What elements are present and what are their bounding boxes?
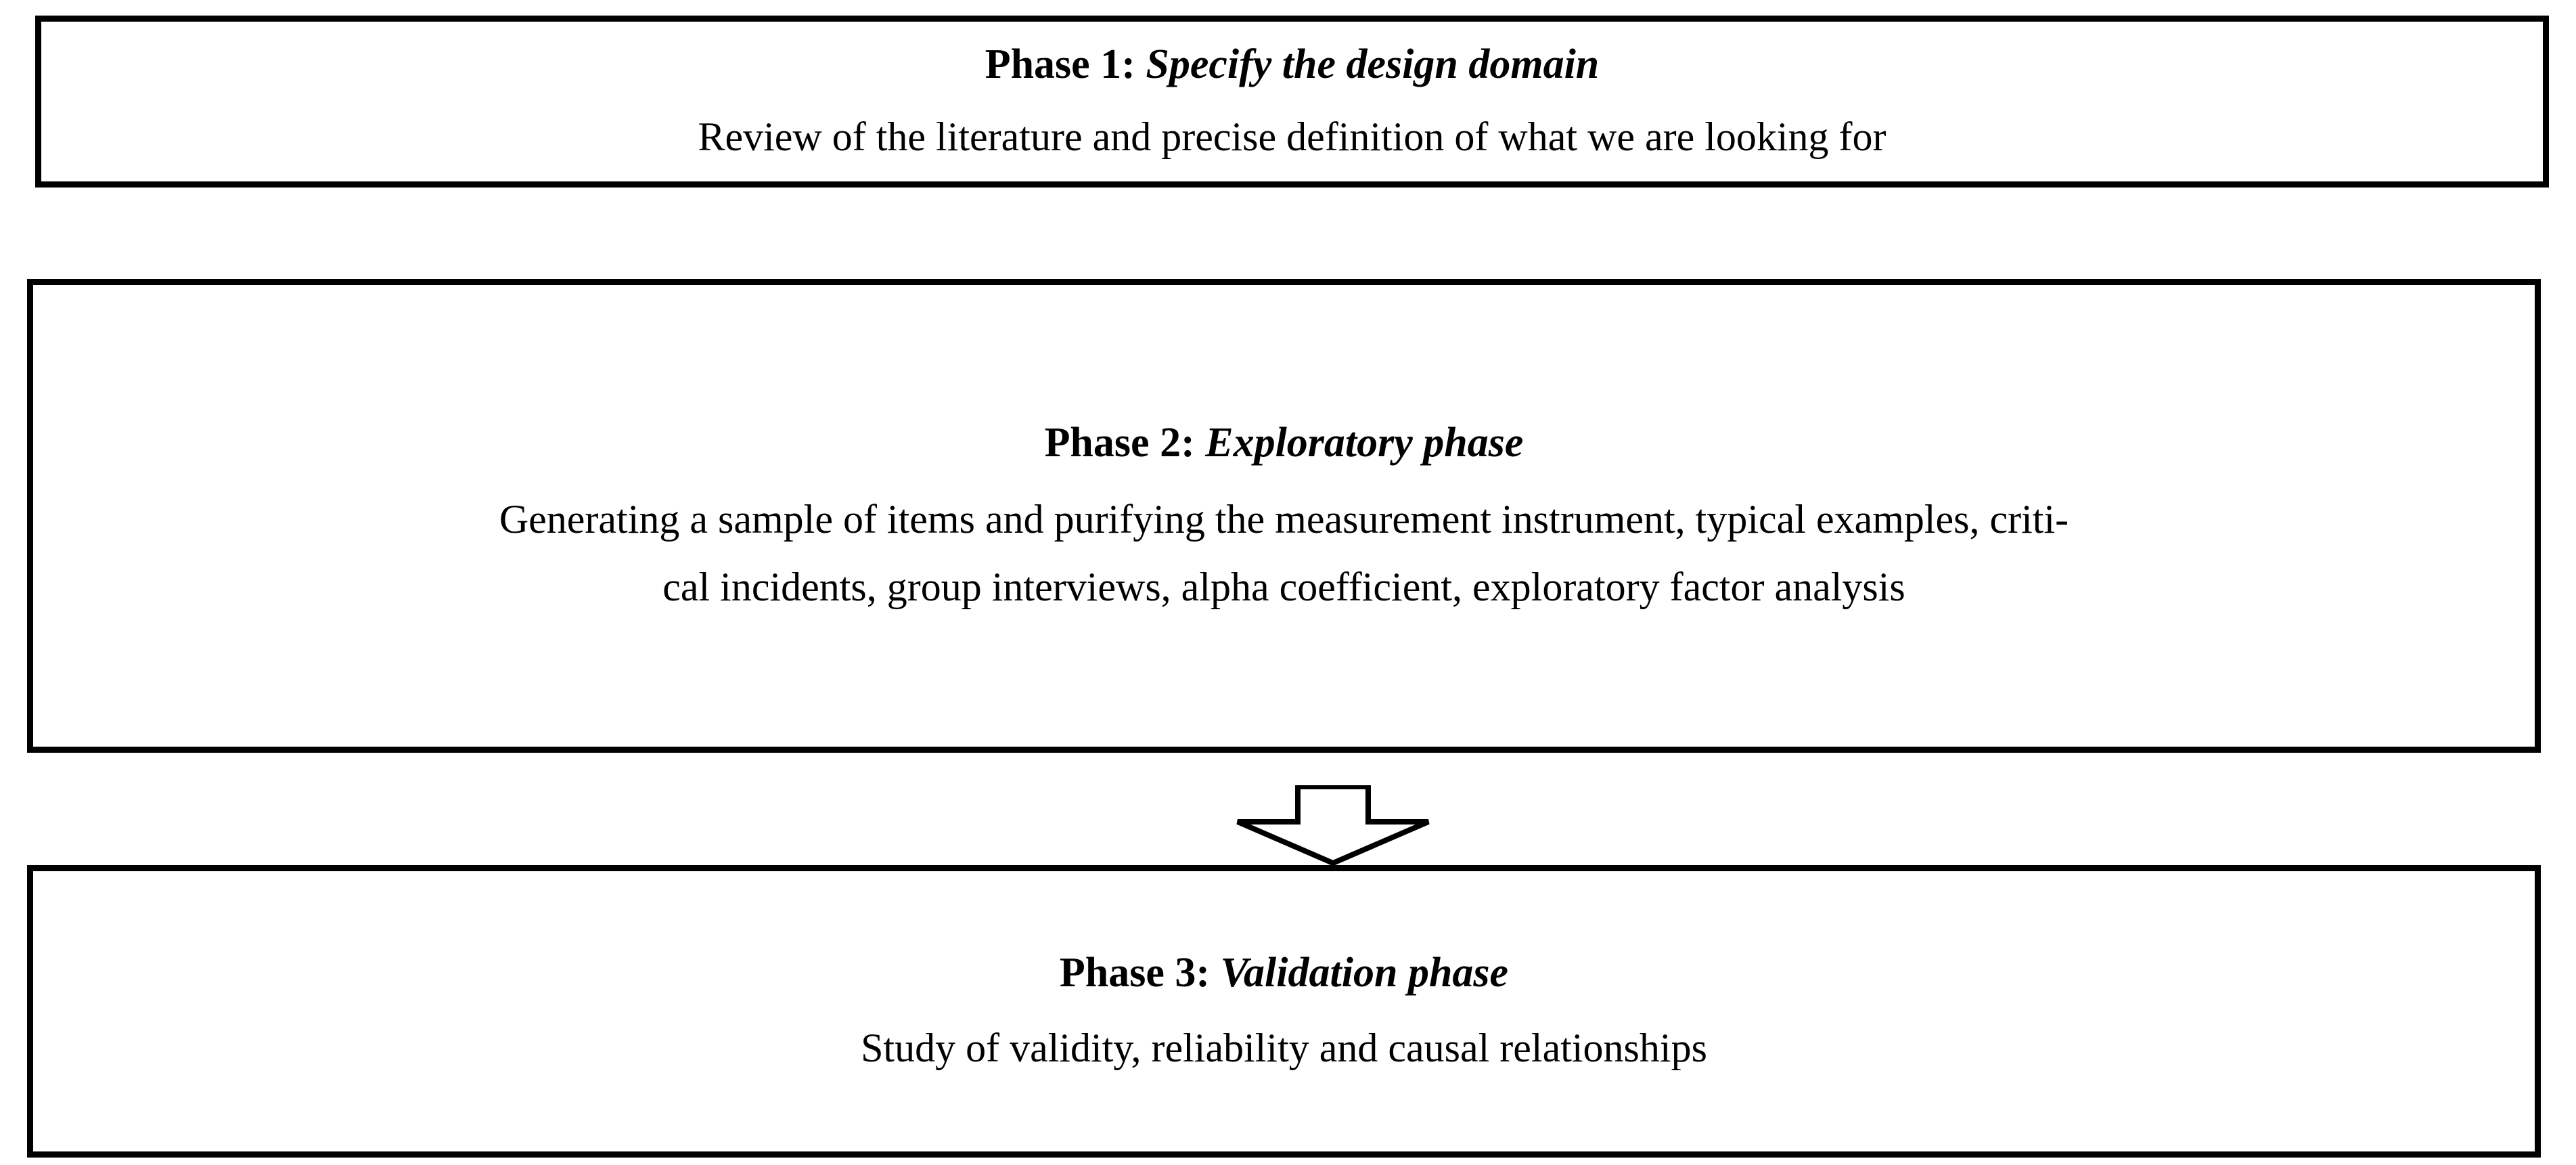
- down-block-arrow-icon-2: [1235, 785, 1431, 865]
- phase-3-title: Phase 3: Validation phase: [1060, 948, 1508, 998]
- phase-2-title-lead: Phase 2:: [1044, 420, 1195, 466]
- phase-1-title-lead: Phase 1:: [985, 41, 1135, 88]
- phase-3-body-line-1: Study of validity, reliability and causa…: [861, 1025, 1707, 1070]
- phase-3-title-lead: Phase 3:: [1059, 950, 1211, 996]
- phase-1-title: Phase 1: Specify the design domain: [985, 40, 1600, 89]
- phase-2-body: Generating a sample of items and purifyi…: [107, 493, 2462, 613]
- phase-box-1: Phase 1: Specify the design domain Revie…: [35, 16, 2549, 188]
- down-block-arrow-shape: [1236, 785, 1430, 865]
- phase-2-title-emphasis: Exploratory phase: [1205, 420, 1524, 466]
- phase-box-2: Phase 2: Exploratory phase Generating a …: [27, 279, 2541, 753]
- phase-1-body-line-1: Review of the literature and precise def…: [698, 114, 1886, 159]
- phase-3-title-emphasis: Validation phase: [1220, 950, 1509, 996]
- phase-1-body: Review of the literature and precise def…: [698, 110, 1886, 163]
- phase-1-title-emphasis: Specify the design domain: [1146, 41, 1600, 88]
- phase-box-3: Phase 3: Validation phase Study of valid…: [27, 865, 2541, 1158]
- phase-2-body-line-1: Generating a sample of items and purifyi…: [499, 496, 2069, 542]
- phase-2-title: Phase 2: Exploratory phase: [1045, 418, 1524, 468]
- phase-2-body-line-2: cal incidents, group interviews, alpha c…: [662, 564, 1905, 609]
- phase-3-body: Study of validity, reliability and causa…: [861, 1021, 1707, 1074]
